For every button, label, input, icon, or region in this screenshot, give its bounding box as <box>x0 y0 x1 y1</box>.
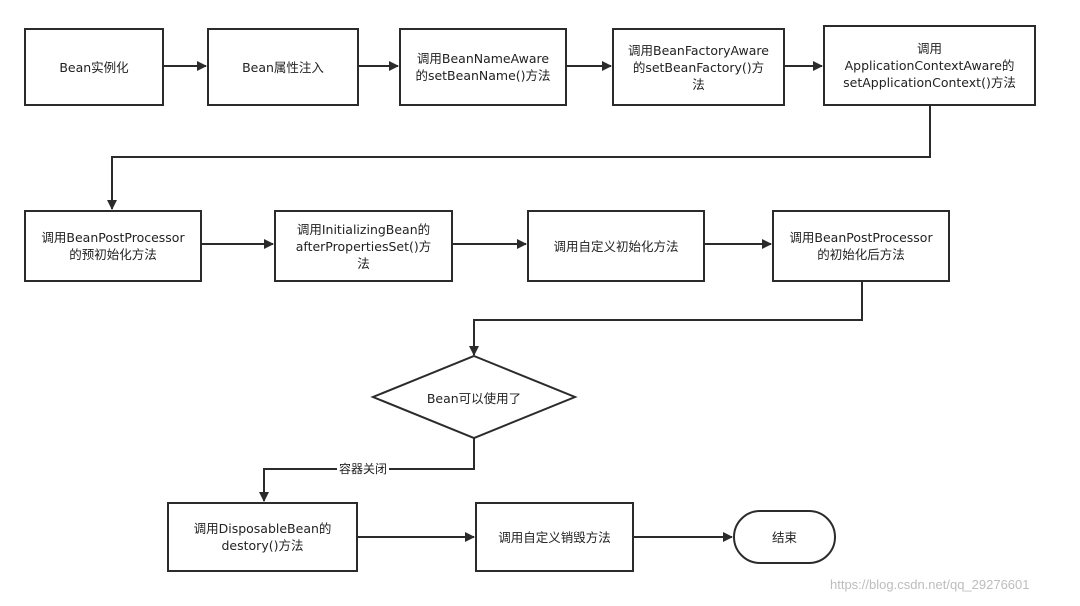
arrow-bpp-after-to-decision <box>469 282 863 356</box>
step-custom-init-label: 调用自定义初始化方法 <box>553 238 679 254</box>
decision-diamond <box>370 354 578 440</box>
step-bean-instantiate: Bean实例化 <box>24 28 164 106</box>
decision-bean-ready-label: Bean可以使用了 <box>426 390 522 406</box>
arrow-appcontextaware-to-bpp-before <box>107 106 931 210</box>
step-bean-instantiate-label: Bean实例化 <box>59 59 129 75</box>
step-custom-destroy-label: 调用自定义销毁方法 <box>498 529 611 545</box>
step-app-context-aware-label: 调用 ApplicationContextAware的 setApplicati… <box>843 41 1016 90</box>
step-bpp-after-init: 调用BeanPostProcessor 的初始化后方法 <box>772 210 950 282</box>
step-initializing-bean: 调用InitializingBean的 afterPropertiesSet()… <box>274 210 453 282</box>
step-custom-destroy: 调用自定义销毁方法 <box>475 502 634 572</box>
step-bean-property-inject: Bean属性注入 <box>207 28 359 106</box>
step-bpp-before-init-label: 调用BeanPostProcessor 的预初始化方法 <box>41 230 185 262</box>
step-initializing-bean-label: 调用InitializingBean的 afterPropertiesSet()… <box>295 221 432 271</box>
step-bean-name-aware: 调用BeanNameAware 的setBeanName()方法 <box>399 28 567 106</box>
watermark-url: https://blog.csdn.net/qq_29276601 <box>830 577 1030 592</box>
step-bean-factory-aware-label: 调用BeanFactoryAware 的setBeanFactory()方 法 <box>628 42 769 92</box>
step-bpp-after-init-label: 调用BeanPostProcessor 的初始化后方法 <box>789 230 933 262</box>
step-bean-name-aware-label: 调用BeanNameAware 的setBeanName()方法 <box>415 51 551 83</box>
step-custom-init: 调用自定义初始化方法 <box>527 210 705 282</box>
step-app-context-aware: 调用 ApplicationContextAware的 setApplicati… <box>823 25 1036 106</box>
step-disposable-bean: 调用DisposableBean的 destory()方法 <box>167 502 358 572</box>
edge-label-container-close: 容器关闭 <box>337 460 390 477</box>
terminal-end: 结束 <box>733 510 836 564</box>
step-disposable-bean-label: 调用DisposableBean的 destory()方法 <box>193 521 332 553</box>
step-bpp-before-init: 调用BeanPostProcessor 的预初始化方法 <box>24 210 202 282</box>
step-bean-factory-aware: 调用BeanFactoryAware 的setBeanFactory()方 法 <box>612 28 785 106</box>
terminal-end-label: 结束 <box>771 529 797 545</box>
step-bean-property-inject-label: Bean属性注入 <box>242 59 324 75</box>
